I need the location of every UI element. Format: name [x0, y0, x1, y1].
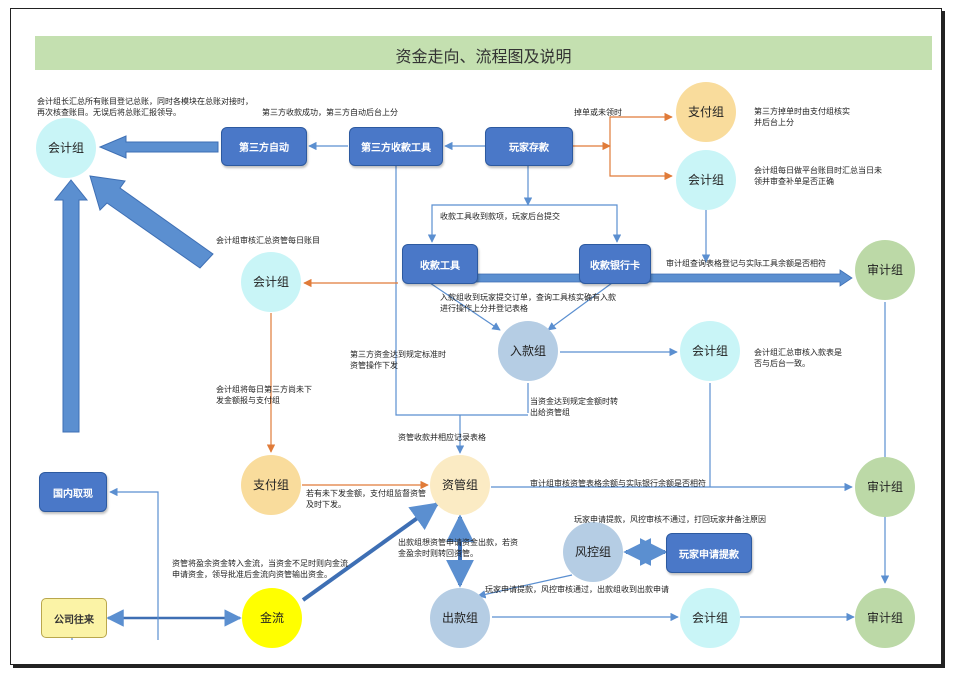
circle-label: 金流 [259, 611, 284, 625]
circle-label: 风控组 [574, 545, 611, 559]
box-internal-withdraw: 国内取现 [39, 472, 107, 512]
circle-acct-mid: 会计组 [241, 252, 301, 312]
circle-label: 审计组 [866, 611, 903, 625]
box-company-dealings: 公司往来 [41, 598, 107, 638]
circle-label: 会计组 [687, 173, 724, 187]
note-third-reach: 第三方资金达到规定标准时资管操作下发 [350, 350, 446, 370]
box-player-deposit: 玩家存款 [485, 127, 573, 166]
circle-acct-top: 会计组 [676, 150, 736, 210]
sheet-frame [10, 8, 942, 665]
circle-label: 资管组 [441, 478, 478, 492]
note-treasury-gold: 资管将盈余资金转入金流，当资金不足时则向金流申请资金，领导批准后金流向资管输出资… [172, 559, 348, 579]
box-third-auto: 第三方自动 [221, 127, 307, 166]
circle-audit-top: 审计组 [855, 240, 915, 300]
page-title: 资金走向、流程图及说明 [395, 47, 572, 66]
big-arrow-diagonal [89, 175, 214, 269]
circle-label: 出款组 [441, 611, 478, 625]
big-arrow-to-audit [462, 269, 853, 287]
note-risk-pass: 玩家申请提款，风控审核通过，出款组收到出款申请 [485, 585, 669, 594]
note-acct-sum: 会计组汇总审核入款表是否与后台一致。 [754, 348, 842, 368]
note-income-confirm: 入款组收到玩家提交订单，查询工具核实确有入款进行操作上分并登记表格 [440, 293, 616, 313]
circle-label: 审计组 [866, 263, 903, 277]
big-arrow-vertical [53, 179, 89, 433]
note-payout-apply: 出款组想资管申请资金出款，若资金盈余时则转回资管。 [398, 538, 518, 558]
box-player-withdraw-request: 玩家申请提款 [666, 533, 752, 573]
note-acct-daily: 会计组每日做平台账目时汇总当日未领并审查补单是否正确 [754, 166, 882, 186]
box-collect-bank-card: 收款银行卡 [579, 244, 651, 284]
circle-label: 支付组 [252, 478, 289, 492]
note-third-drop: 第三方掉单时由支付组核实并后台上分 [754, 107, 850, 127]
circle-payout: 出款组 [430, 588, 490, 648]
circle-label: 会计组 [691, 344, 728, 358]
circle-label: 入款组 [509, 344, 546, 358]
circle-pay-left: 支付组 [241, 455, 301, 515]
circle-audit-mid: 审计组 [855, 457, 915, 517]
note-tool-received: 收款工具收到款项，玩家后台提交 [440, 212, 560, 221]
circle-label: 支付组 [687, 105, 724, 119]
circle-income: 入款组 [498, 321, 558, 381]
circle-label: 审计组 [866, 480, 903, 494]
circle-treasury: 资管组 [430, 455, 490, 515]
note-pay-supervise: 若有未下发金额，支付组监督资管及时下发。 [306, 489, 426, 509]
circle-label: 会计组 [691, 611, 728, 625]
circle-acct-topleft: 会计组 [36, 118, 96, 178]
note-treasury-record: 资管收款并相应记录表格 [398, 433, 486, 442]
box-collect-tool: 收款工具 [402, 244, 478, 284]
note-player-reject: 玩家申请提款，风控审核不通过，打回玩家并备注原因 [574, 515, 766, 524]
circle-pay-top: 支付组 [676, 82, 736, 142]
circle-acct-income: 会计组 [680, 321, 740, 381]
note-acct-review: 会计组审核汇总资管每日账目 [216, 236, 320, 245]
big-arrow-from-third-auto [98, 135, 219, 159]
circle-label: 会计组 [252, 275, 289, 289]
note-acct-daily-third: 会计组将每日第三方尚未下发金额报与支付组 [216, 385, 312, 405]
note-third-success: 第三方收款成功，第三方自动后台上分 [262, 108, 398, 117]
note-reach-limit: 当资金达到规定金额时转出给资管组 [530, 397, 618, 417]
title-bar: 资金走向、流程图及说明 [35, 36, 932, 70]
note-audit-treasury: 审计组审核资管表格余额与实际银行余额是否相符 [530, 479, 706, 488]
box-third-collect-tool: 第三方收款工具 [349, 127, 443, 166]
circle-label: 会计组 [47, 141, 84, 155]
circle-audit-bottom: 审计组 [855, 588, 915, 648]
circle-risk-control: 风控组 [563, 522, 623, 582]
note-audit-check: 审计组查询表格登记与实际工具余额是否相符 [666, 259, 826, 268]
circle-gold-flow: 金流 [242, 588, 302, 648]
circle-acct-bottom: 会计组 [680, 588, 740, 648]
note-acct-leader: 会计组长汇总所有账目登记总账，同时各模块在总账对接时，再次核查账目。无误后将总账… [37, 97, 253, 117]
note-drop-order: 掉单或未领时 [574, 108, 622, 117]
